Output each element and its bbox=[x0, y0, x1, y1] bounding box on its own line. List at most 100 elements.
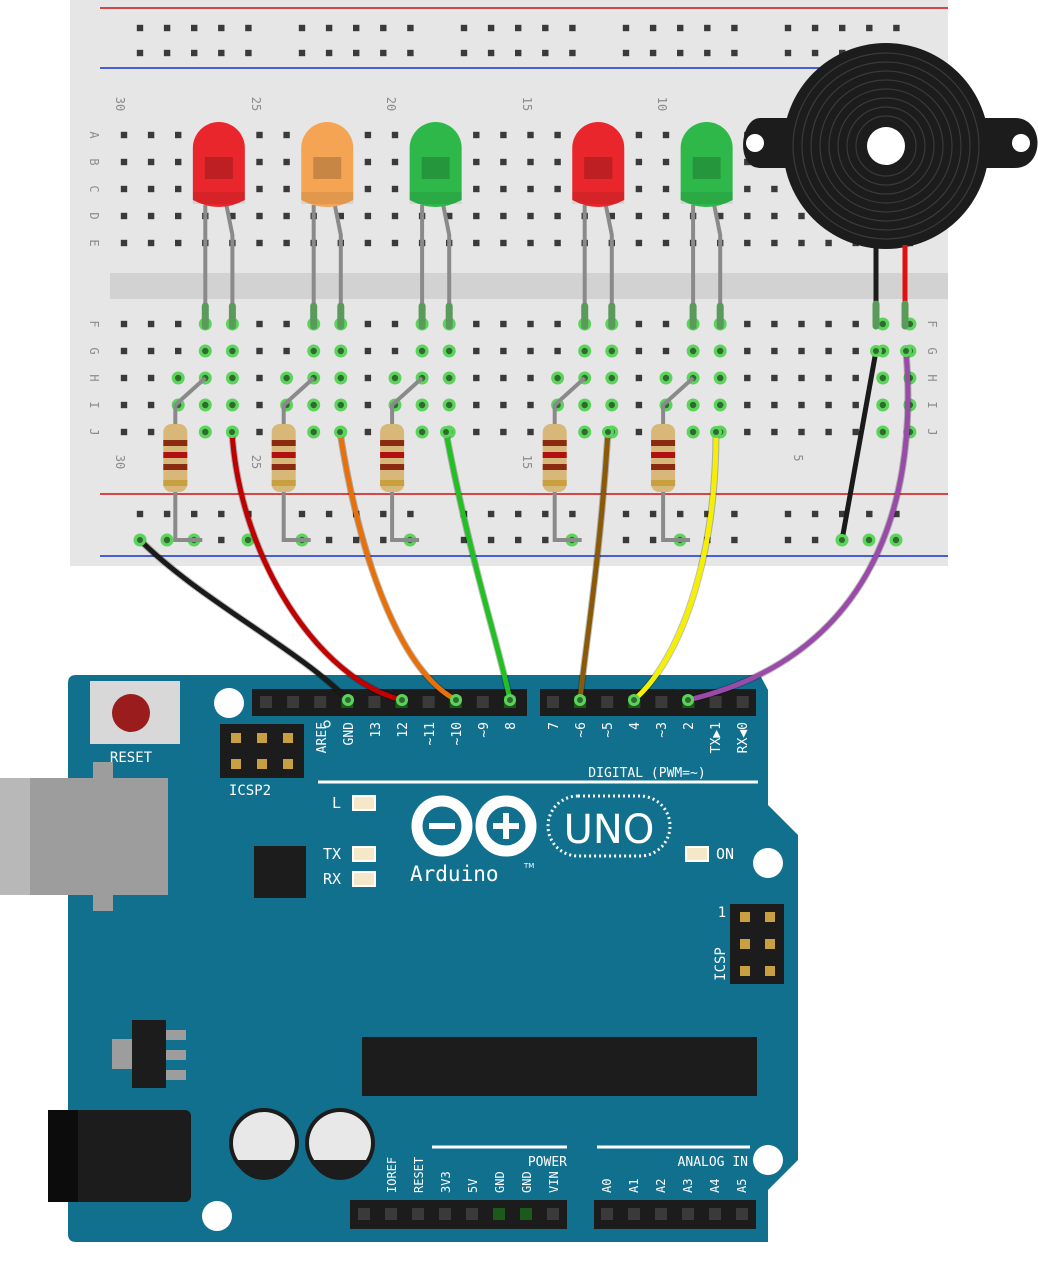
breadboard-hole-center bbox=[244, 536, 252, 544]
breadboard-hole bbox=[380, 24, 387, 32]
digital-pin-socket bbox=[709, 696, 722, 708]
uno-label: UNO bbox=[564, 807, 655, 853]
resistor[interactable] bbox=[271, 376, 316, 542]
wire-end-center bbox=[507, 697, 513, 703]
breadboard-hole bbox=[120, 158, 128, 166]
breadboard-hole bbox=[364, 320, 372, 328]
jumper-wire[interactable] bbox=[229, 429, 405, 703]
piezo-buzzer[interactable] bbox=[743, 43, 1038, 330]
led-green[interactable] bbox=[409, 122, 462, 330]
breadboard-hole bbox=[569, 24, 576, 32]
breadboard-hole bbox=[175, 239, 182, 247]
breadboard-hole bbox=[811, 24, 819, 32]
resistor-band bbox=[651, 440, 676, 446]
breadboard-hole bbox=[163, 24, 171, 32]
breadboard-hole bbox=[163, 510, 171, 518]
breadboard-hole bbox=[147, 185, 155, 193]
resistor[interactable] bbox=[380, 376, 424, 542]
breadboard-hole bbox=[473, 374, 480, 382]
buzzer-ring bbox=[792, 52, 980, 240]
breadboard-hole bbox=[622, 510, 630, 518]
wire-end-center bbox=[605, 429, 611, 435]
breadboard-hole bbox=[893, 24, 900, 32]
breadboard-hole bbox=[744, 347, 751, 355]
breadboard-hole-center bbox=[892, 536, 900, 544]
jumper-wire[interactable] bbox=[577, 429, 611, 703]
digital-pin-label: GND bbox=[342, 722, 357, 746]
breadboard-hole bbox=[364, 428, 372, 436]
voltage-regulator bbox=[112, 1020, 186, 1088]
breadboard-hole bbox=[500, 320, 507, 328]
breadboard-hole bbox=[622, 49, 630, 57]
breadboard-hole bbox=[852, 347, 859, 355]
led-body bbox=[572, 122, 625, 207]
breadboard-hole bbox=[391, 320, 399, 328]
breadboard-hole bbox=[798, 212, 805, 220]
power-header bbox=[350, 1200, 567, 1229]
jumper-wires bbox=[134, 345, 912, 706]
power-pin-socket bbox=[493, 1208, 505, 1220]
wire-end-center bbox=[685, 697, 691, 703]
digital-pin-label: 4 bbox=[628, 722, 643, 730]
jumper-wire[interactable] bbox=[443, 429, 513, 703]
col-number-25-bottom: 25 bbox=[249, 455, 263, 469]
breadboard-hole bbox=[893, 510, 900, 518]
board-pcb bbox=[68, 675, 798, 1242]
breadboard-hole bbox=[662, 320, 670, 328]
analog-pin-label: A4 bbox=[708, 1179, 722, 1193]
jumper-wire[interactable] bbox=[137, 537, 351, 703]
breadboard-hole bbox=[380, 49, 387, 57]
reset-button-cap[interactable] bbox=[112, 694, 150, 732]
resistor[interactable] bbox=[542, 376, 587, 542]
breadboard-hole bbox=[798, 347, 805, 355]
breadboard-hole bbox=[175, 320, 182, 328]
digital-pin-label: RX◀0 bbox=[736, 722, 751, 753]
dc-jack-front bbox=[48, 1110, 78, 1202]
capacitor-1 bbox=[229, 1108, 299, 1181]
digital-pin-socket bbox=[655, 696, 668, 708]
breadboard-hole bbox=[120, 374, 128, 382]
icsp2-pin bbox=[231, 759, 241, 769]
breadboard-hole bbox=[515, 24, 522, 32]
breadboard-hole bbox=[635, 212, 643, 220]
breadboard-hole bbox=[554, 212, 561, 220]
breadboard-hole bbox=[527, 239, 534, 247]
breadboard-hole bbox=[825, 320, 832, 328]
breadboard-hole bbox=[527, 401, 534, 409]
breadboard-hole-center bbox=[337, 347, 344, 355]
breadboard-hole bbox=[811, 536, 819, 544]
breadboard-hole bbox=[364, 374, 372, 382]
jumper-wire[interactable] bbox=[337, 429, 459, 703]
resistor-band bbox=[271, 480, 296, 486]
breadboard-hole bbox=[325, 510, 333, 518]
breadboard-hole bbox=[487, 24, 495, 32]
breadboard-hole bbox=[866, 24, 873, 32]
wire-end-center bbox=[577, 697, 583, 703]
jumper-wire[interactable] bbox=[631, 429, 719, 703]
wire-end-center bbox=[903, 348, 909, 354]
breadboard-hole bbox=[731, 510, 738, 518]
breadboard-hole bbox=[364, 158, 372, 166]
breadboard-hole bbox=[569, 49, 576, 57]
breadboard-hole bbox=[147, 401, 155, 409]
breadboard-hole bbox=[717, 212, 724, 220]
breadboard-hole bbox=[500, 374, 507, 382]
breadboard-hole bbox=[283, 185, 290, 193]
wire-end-center bbox=[839, 537, 845, 543]
resistor[interactable] bbox=[651, 376, 695, 542]
led-orange[interactable] bbox=[301, 122, 354, 330]
reset-button[interactable] bbox=[90, 681, 180, 744]
buzzer-rings bbox=[792, 52, 980, 240]
resistor[interactable] bbox=[163, 376, 207, 542]
jumper-wire[interactable] bbox=[685, 348, 911, 703]
power-pin-label: GND bbox=[520, 1171, 534, 1193]
led-green[interactable] bbox=[680, 122, 733, 330]
aref-marker-icon bbox=[323, 720, 331, 728]
breadboard-hole bbox=[554, 158, 561, 166]
led-red[interactable] bbox=[192, 122, 245, 330]
led-body bbox=[680, 122, 733, 207]
led-red[interactable] bbox=[572, 122, 625, 330]
jumper-wire-buzzer-gnd[interactable] bbox=[839, 348, 879, 543]
breadboard-hole bbox=[784, 24, 792, 32]
